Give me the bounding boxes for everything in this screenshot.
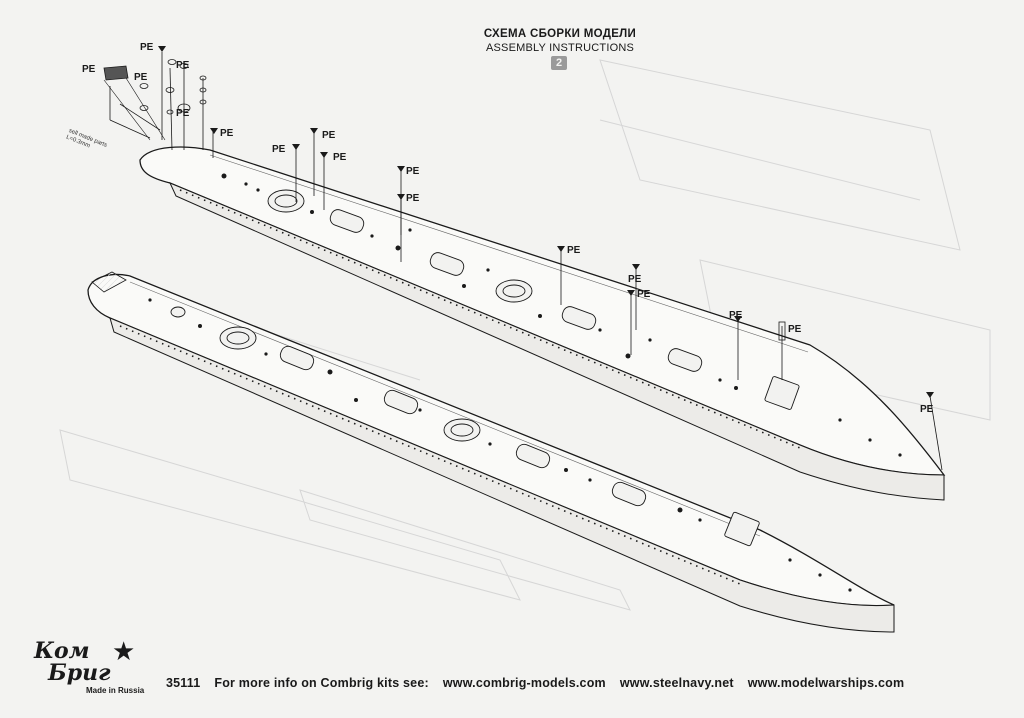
combrig-logo: Ком ★ Бриг Made in Russia — [34, 636, 154, 698]
pe-label: PE — [406, 193, 420, 204]
pe-label: PE — [920, 404, 934, 415]
link-modelwarships[interactable]: www.modelwarships.com — [747, 676, 905, 690]
pe-flag-parts — [158, 46, 934, 398]
star-icon: ★ — [112, 636, 136, 666]
pe-ring-parts — [139, 59, 207, 115]
lower-ship — [87, 271, 895, 633]
pe-grating-part — [103, 65, 166, 141]
ghost-outline — [59, 59, 991, 611]
pe-label: PE — [134, 72, 148, 83]
pe-label: PE — [729, 310, 743, 321]
link-combrig[interactable]: www.combrig-models.com — [442, 676, 606, 690]
pe-label: PE — [637, 289, 651, 300]
pe-label: PE — [628, 274, 642, 285]
footer-bar: 35111 For more info on Combrig kits see:… — [166, 672, 966, 694]
logo-text-bottom: Бриг — [48, 660, 111, 686]
pe-label: PE — [176, 60, 190, 71]
pe-label: PE — [220, 128, 234, 139]
info-text: For more info on Combrig kits see: — [214, 676, 429, 690]
pe-label: PE — [567, 245, 581, 256]
pe-label: PE — [333, 152, 347, 163]
title-english: ASSEMBLY INSTRUCTIONS — [485, 42, 635, 54]
step-number-badge: 2 — [551, 56, 567, 70]
pe-label: PE — [82, 64, 96, 75]
logo-text-top: Ком — [34, 638, 90, 664]
made-in-russia: Made in Russia — [86, 686, 145, 695]
pe-label: PE — [176, 108, 190, 119]
pe-leader-lines — [109, 52, 943, 471]
link-steelnavy[interactable]: www.steelnavy.net — [619, 676, 734, 690]
title-russian: СХЕМА СБОРКИ МОДЕЛИ — [483, 28, 637, 40]
upper-ship — [139, 146, 946, 501]
pe-label: PE — [788, 324, 802, 335]
pe-label: PE — [322, 130, 336, 141]
pe-label: PE — [140, 42, 154, 53]
pe-label: PE — [272, 144, 286, 155]
kit-number: 35111 — [166, 676, 201, 690]
pe-label: PE — [406, 166, 420, 177]
